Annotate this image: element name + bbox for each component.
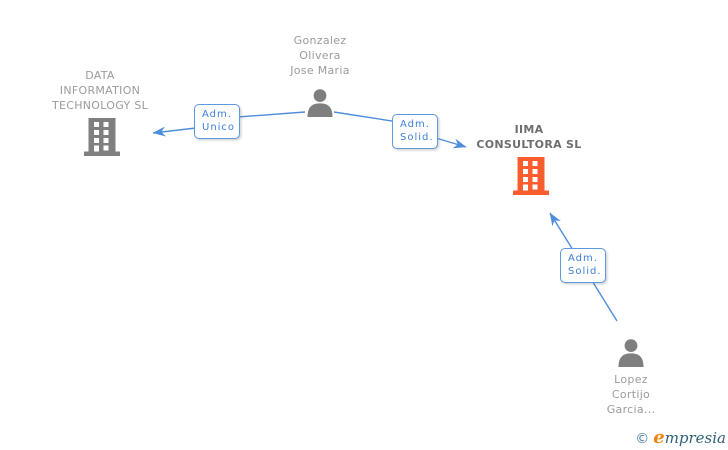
- edge-label-line: Adm.: [202, 109, 232, 120]
- node-label-iima[interactable]: IIMA CONSULTORA SL: [454, 122, 604, 152]
- edge-label-line: Solid.: [400, 132, 434, 143]
- person-icon-gonzalez[interactable]: [307, 89, 333, 117]
- node-label-line: Cortijo: [611, 388, 651, 401]
- building-icon-data-information[interactable]: [84, 118, 120, 156]
- node-label-line: Lopez: [614, 373, 648, 386]
- edge-label-line: Unico: [202, 122, 236, 133]
- node-label-lopez[interactable]: Lopez Cortijo Garcia...: [561, 372, 701, 417]
- edge-label-adm-solid-top[interactable]: Adm. Solid.: [392, 114, 438, 149]
- node-label-data-information[interactable]: DATA INFORMATION TECHNOLOGY SL: [30, 68, 170, 113]
- person-icon-lopez[interactable]: [618, 339, 644, 367]
- node-label-line: TECHNOLOGY SL: [51, 99, 149, 112]
- edge-label-adm-solid-bottom[interactable]: Adm. Solid.: [560, 248, 606, 283]
- node-label-line: Olivera: [299, 49, 341, 62]
- node-label-line: INFORMATION: [59, 84, 141, 97]
- logo-letter-e: e: [653, 427, 665, 448]
- node-label-line: IIMA: [514, 123, 544, 136]
- edge-label-line: Solid.: [568, 266, 602, 277]
- edge-label-line: Adm.: [568, 253, 598, 264]
- node-label-line: CONSULTORA SL: [476, 138, 582, 151]
- edge-label-line: Adm.: [400, 119, 430, 130]
- node-label-line: Jose Maria: [290, 64, 350, 77]
- node-label-line: Gonzalez: [293, 34, 347, 47]
- empresia-logo: © e mpresia: [635, 427, 726, 448]
- node-label-line: Garcia...: [606, 403, 656, 416]
- logo-text: mpresia: [664, 429, 726, 447]
- edge-label-adm-unico[interactable]: Adm. Unico: [194, 104, 240, 139]
- copyright-icon: ©: [635, 431, 650, 447]
- node-label-line: DATA: [85, 69, 115, 82]
- building-icon-iima[interactable]: [513, 157, 549, 195]
- node-label-gonzalez[interactable]: Gonzalez Olivera Jose Maria: [250, 33, 390, 78]
